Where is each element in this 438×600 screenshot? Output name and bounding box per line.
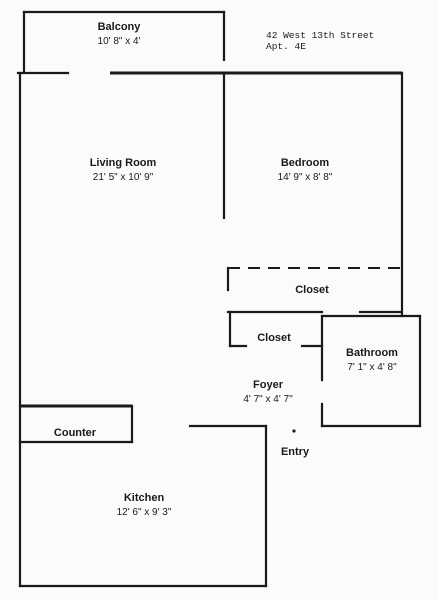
entry-label: Entry	[280, 446, 310, 458]
living-room-dims: 21' 5" x 10' 9"	[92, 172, 154, 183]
foyer-label: Foyer	[253, 379, 283, 391]
balcony-label: Balcony	[97, 21, 141, 33]
foyer-dims: 4' 7" x 4' 7"	[243, 394, 293, 405]
closet-1-label: Closet	[295, 284, 329, 296]
balcony-dims: 10' 8" x 4'	[97, 36, 141, 47]
entry-door-marker	[292, 429, 296, 433]
address-apt: Apt. 4E	[266, 41, 306, 52]
kitchen-label: Kitchen	[123, 492, 165, 504]
kitchen-dims: 12' 6" x 9' 3"	[116, 507, 172, 518]
closet-2-label: Closet	[257, 332, 291, 344]
bathroom-dims: 7' 1" x 4' 8"	[347, 362, 397, 373]
counter-label: Counter	[53, 427, 97, 439]
bedroom-label: Bedroom	[280, 157, 330, 169]
bedroom-dims: 14' 9" x 8' 8"	[277, 172, 333, 183]
bathroom-label: Bathroom	[346, 347, 398, 359]
living-room-label: Living Room	[89, 157, 157, 169]
address-street: 42 West 13th Street	[266, 30, 375, 41]
